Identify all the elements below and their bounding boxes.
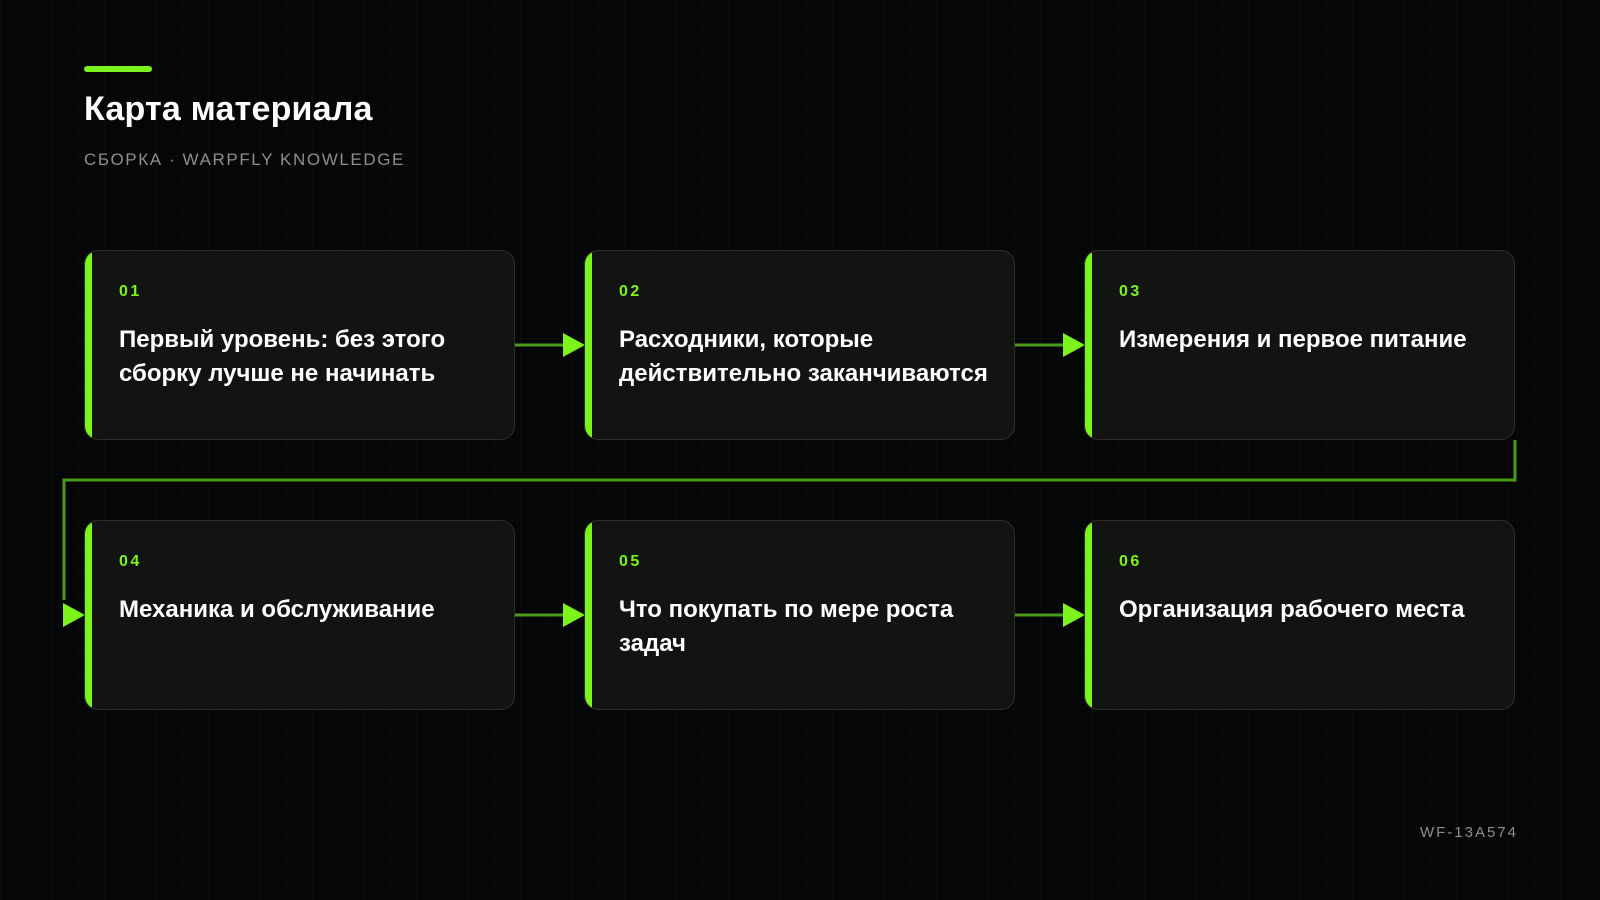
step-title: Что покупать по мере роста задач xyxy=(619,596,954,657)
step-number: 03 xyxy=(1119,283,1142,300)
step-title: Расходники, которые действительно заканч… xyxy=(619,326,988,387)
card-accent-stripe xyxy=(1085,251,1092,439)
footer-code: WF-13A574 xyxy=(1419,824,1518,841)
step-number: 02 xyxy=(619,283,642,300)
arrowhead-03 xyxy=(1063,333,1085,357)
step-title: Организация рабочего места xyxy=(1119,596,1465,623)
card-accent-stripe xyxy=(585,251,592,439)
step-title: Измерения и первое питание xyxy=(1119,326,1467,353)
step-number: 05 xyxy=(619,553,642,570)
arrowhead-02 xyxy=(563,333,585,357)
card-accent-stripe xyxy=(85,251,92,439)
step-card-05: 05 Что покупать по мере роста задач xyxy=(584,520,1015,710)
arrowhead-06 xyxy=(1063,603,1085,627)
title-accent-bar xyxy=(84,66,152,72)
step-card-03: 03 Измерения и первое питание xyxy=(1084,250,1515,440)
step-card-01: 01 Первый уровень: без этого сборку лучш… xyxy=(84,250,515,440)
step-number: 04 xyxy=(119,553,142,570)
card-accent-stripe xyxy=(585,521,592,709)
card-accent-stripe xyxy=(1085,521,1092,709)
step-title: Механика и обслуживание xyxy=(119,596,435,623)
arrowhead-05 xyxy=(563,603,585,627)
step-title: Первый уровень: без этого сборку лучше н… xyxy=(119,326,446,387)
page-title: Карта материала xyxy=(84,90,373,128)
step-card-04: 04 Механика и обслуживание xyxy=(84,520,515,710)
page-subtitle: СБОРКА · WARPFLY KNOWLEDGE xyxy=(84,150,405,169)
arrowhead-04 xyxy=(63,603,85,627)
step-number: 01 xyxy=(119,283,142,300)
step-card-06: 06 Организация рабочего места xyxy=(1084,520,1515,710)
step-card-02: 02 Расходники, которые действительно зак… xyxy=(584,250,1015,440)
step-number: 06 xyxy=(1119,553,1142,570)
card-accent-stripe xyxy=(85,521,92,709)
